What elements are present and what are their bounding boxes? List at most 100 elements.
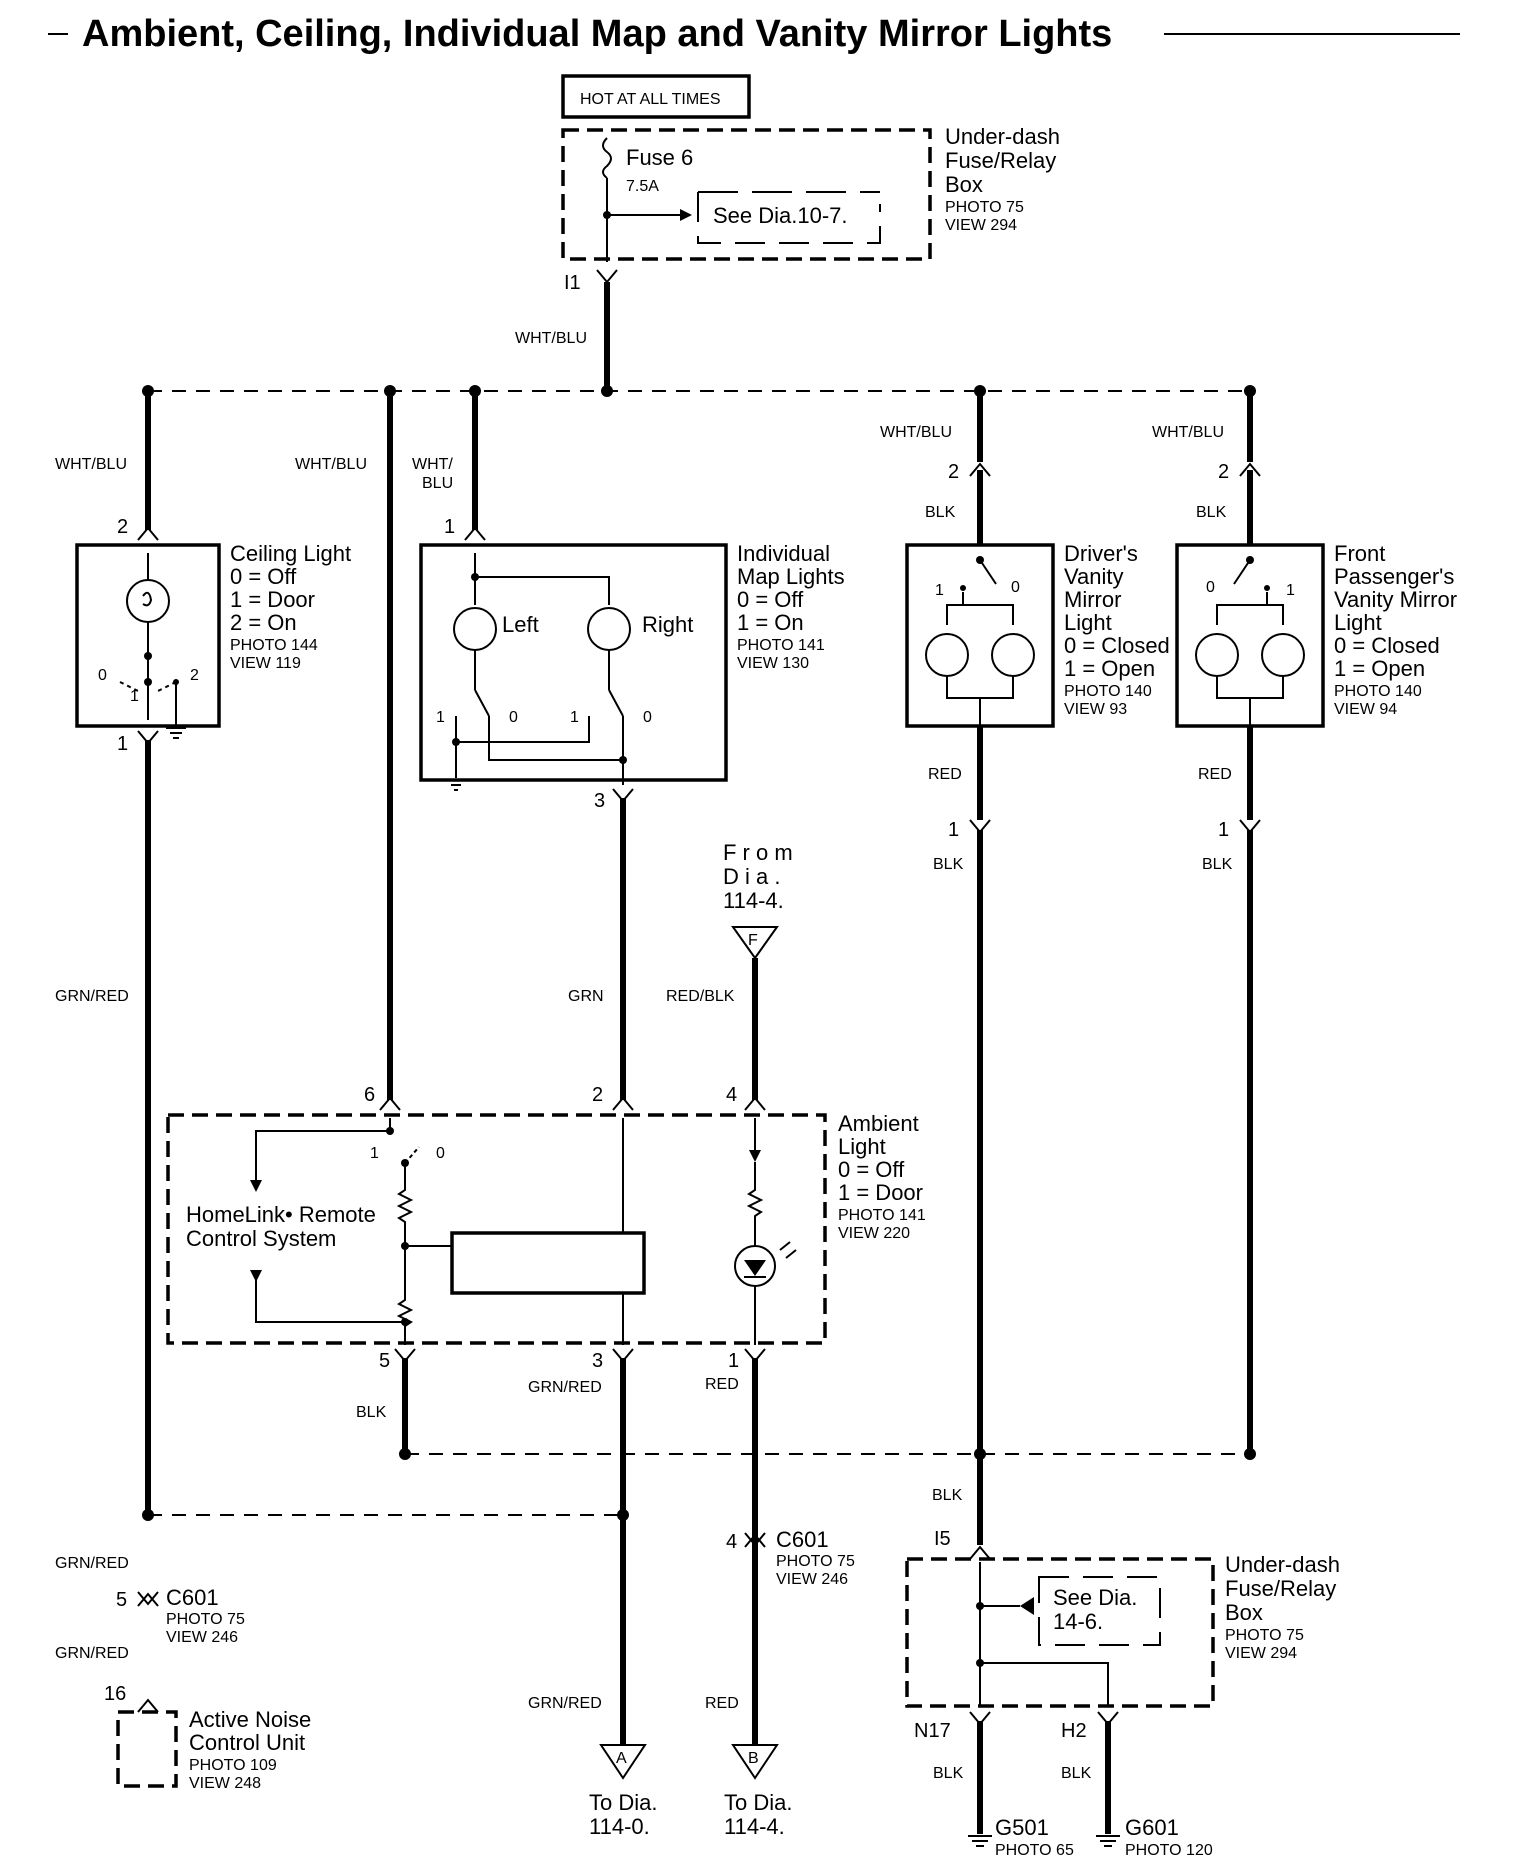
g601-photo: PHOTO 120 — [1125, 1842, 1213, 1859]
map-right-label: Right — [642, 612, 693, 637]
from-dia-label-1: F r o m — [723, 840, 793, 865]
ambient-view: VIEW 220 — [838, 1225, 910, 1242]
fuse-6-symbol — [602, 137, 612, 179]
wire-label-ground-bus: BLK — [932, 1487, 963, 1504]
wire-label-to-b: RED — [705, 1695, 739, 1712]
connector-n17: N17 — [914, 1720, 951, 1742]
wire-label-h2: BLK — [1061, 1765, 1092, 1782]
pin-driver-1: 1 — [948, 819, 959, 841]
driver-view: VIEW 93 — [1064, 701, 1127, 718]
driver-photo: PHOTO 140 — [1064, 683, 1152, 700]
wire-label-to-a: GRN/RED — [528, 1695, 602, 1712]
pin-ambient-3: 3 — [592, 1350, 603, 1372]
ambient-switch-0: 0 — [436, 1145, 445, 1162]
anc-title-2: Control Unit — [189, 1730, 305, 1755]
ambient-state-1: 1 = Door — [838, 1180, 923, 1205]
wire-label-pass-out: BLK — [1202, 856, 1233, 873]
ambient-control-module — [450, 1231, 646, 1295]
pin-ambient-5: 5 — [379, 1350, 390, 1372]
pin-ambient-4: 4 — [726, 1084, 737, 1106]
pin-map-3: 3 — [594, 790, 605, 812]
wire-label-driver-red: RED — [928, 766, 962, 783]
ceiling-state-2: 2 = On — [230, 610, 297, 635]
underdash-top-photo: PHOTO 75 — [945, 199, 1024, 216]
underdash-fuse-box-bottom — [905, 1557, 1215, 1708]
connector-f-letter: F — [748, 932, 758, 949]
pass-photo: PHOTO 140 — [1334, 683, 1422, 700]
underdash-top-view: VIEW 294 — [945, 217, 1017, 234]
driver-bulb-left-icon — [925, 633, 969, 677]
wire-label-driver-out: BLK — [933, 856, 964, 873]
wire-label-ceiling-in: WHT/BLU — [55, 456, 127, 473]
driver-state-1: 1 = Open — [1064, 656, 1155, 681]
pin-map-1: 1 — [444, 516, 455, 538]
driver-state-0: 0 = Closed — [1064, 633, 1170, 658]
to-a-label-2: 114-0. — [589, 1814, 650, 1839]
c601-photo-left: PHOTO 75 — [166, 1611, 245, 1628]
c601-photo-right: PHOTO 75 — [776, 1553, 855, 1570]
pin-ceiling-2: 2 — [117, 516, 128, 538]
pin-c601-5: 5 — [116, 1589, 127, 1611]
ambient-state-0: 0 = Off — [838, 1157, 905, 1182]
driver-switch-1: 1 — [935, 582, 944, 599]
ceiling-switch-pos-1: 1 — [130, 688, 139, 705]
connector-b-letter: B — [748, 1750, 759, 1767]
underdash-fuse-box-top — [561, 128, 932, 261]
map-left-switch-0: 0 — [509, 709, 518, 726]
c601-label-left: C601 — [166, 1585, 219, 1610]
map-view: VIEW 130 — [737, 655, 809, 672]
anc-unit-box — [116, 1710, 178, 1788]
homelink-label-1: HomeLink• Remote — [186, 1202, 376, 1227]
map-lights-title-2: Map Lights — [737, 564, 845, 589]
underdash-top-label-3: Box — [945, 172, 983, 197]
pin-ambient-6: 6 — [364, 1084, 375, 1106]
pass-switch-1: 1 — [1286, 582, 1295, 599]
anc-view: VIEW 248 — [189, 1775, 261, 1792]
ceiling-light-box — [75, 543, 221, 728]
wire-label-map-out: GRN — [568, 988, 604, 1005]
pass-state-1: 1 = Open — [1334, 656, 1425, 681]
g501-ground-icon — [968, 1835, 992, 1847]
connector-a-letter: A — [616, 1750, 627, 1767]
map-state-0: 0 = Off — [737, 587, 804, 612]
map-left-switch-1: 1 — [436, 709, 445, 726]
from-dia-label-3: 114-4. — [723, 888, 784, 913]
driver-mirror-title-4: Light — [1064, 610, 1112, 635]
ceiling-state-0: 0 = Off — [230, 564, 297, 589]
off-page-connector-a — [599, 1744, 647, 1780]
underdash-top-label-1: Under-dash — [945, 124, 1060, 149]
wire-label-ambient-1: RED — [705, 1376, 739, 1393]
g501-photo: PHOTO 65 — [995, 1842, 1074, 1859]
map-lights-box — [419, 543, 728, 782]
pass-switch-0: 0 — [1206, 579, 1215, 596]
homelink-label-2: Control System — [186, 1226, 336, 1251]
underdash-bottom-label-1: Under-dash — [1225, 1552, 1340, 1577]
wire-label-c601-out: GRN/RED — [55, 1645, 129, 1662]
pin-ambient-1: 1 — [728, 1350, 739, 1372]
wire-label-ambient-6: WHT/BLU — [295, 456, 367, 473]
ambient-light-box — [166, 1113, 827, 1345]
see-dia-14-6-2: 14-6. — [1053, 1609, 1103, 1634]
wire-label-driver-in: WHT/BLU — [880, 424, 952, 441]
map-lights-title-1: Individual — [737, 541, 830, 566]
hot-label: HOT AT ALL TIMES — [580, 91, 721, 108]
wire-label-ambient-3: GRN/RED — [528, 1379, 602, 1396]
wire-label-main-feed: WHT/BLU — [515, 330, 587, 347]
pin-driver-2: 2 — [948, 461, 959, 483]
g501-label: G501 — [995, 1815, 1049, 1840]
wire-label-n17: BLK — [933, 1765, 964, 1782]
ceiling-photo: PHOTO 144 — [230, 637, 318, 654]
map-right-switch-0: 0 — [643, 709, 652, 726]
underdash-bottom-view: VIEW 294 — [1225, 1645, 1297, 1662]
driver-mirror-title-2: Vanity — [1064, 564, 1124, 589]
underdash-bottom-photo: PHOTO 75 — [1225, 1627, 1304, 1644]
to-b-label-2: 114-4. — [724, 1814, 785, 1839]
underdash-top-label-2: Fuse/Relay — [945, 148, 1056, 173]
pin-anc-16: 16 — [104, 1683, 126, 1705]
wire-label-map-in-2: BLU — [422, 475, 453, 492]
pin-pass-1: 1 — [1218, 819, 1229, 841]
g601-label: G601 — [1125, 1815, 1179, 1840]
map-right-switch-1: 1 — [570, 709, 579, 726]
pass-view: VIEW 94 — [1334, 701, 1397, 718]
ground-icon — [166, 727, 186, 739]
